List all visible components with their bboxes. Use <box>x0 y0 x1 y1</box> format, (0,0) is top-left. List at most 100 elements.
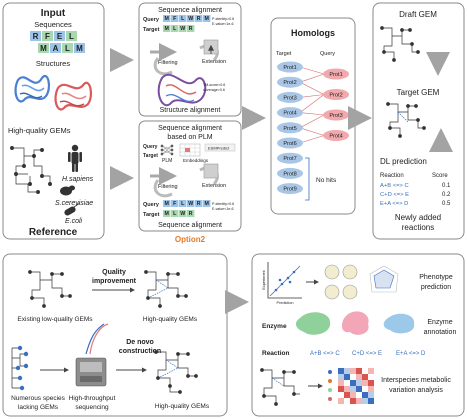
phenotype-line2: prediction <box>421 284 451 291</box>
yeast-icon <box>60 185 75 196</box>
organism-s-cerevisiae: S.cerevisiae <box>55 200 93 207</box>
target-top-letter: W <box>180 26 185 32</box>
petri-dish-icon <box>324 264 358 300</box>
heatmap-cell <box>368 374 374 380</box>
high-quality-gems-label: High-quality GEMs <box>8 126 71 135</box>
target-bottom-letter: W <box>180 211 185 217</box>
enzyme-shapes-icon <box>295 311 415 335</box>
target-protein-label: Prot7 <box>283 156 296 162</box>
target-protein <box>277 61 303 73</box>
predicted-reaction: A+B <=> C <box>380 183 409 189</box>
gem-refinement-panel: Draft GEM Target GEM DL prediction React… <box>372 2 465 240</box>
target-bottom-cell <box>179 210 187 217</box>
plm-network-icon <box>160 144 174 156</box>
target-protein-label: Prot3 <box>283 95 296 101</box>
heatmap-cell <box>350 386 356 392</box>
no-hits-bracket <box>305 157 310 201</box>
target-protein-label: Prot2 <box>283 80 296 86</box>
heatmap-cell <box>350 392 356 398</box>
sequences-label: Sequences <box>34 20 72 29</box>
heatmap-cell <box>356 386 362 392</box>
query-protein-label: Prot4 <box>329 134 342 140</box>
draft-gem-label: Draft GEM <box>399 10 437 19</box>
species-label-line1: Numerous species <box>11 395 66 402</box>
homolog-link <box>299 94 325 113</box>
query-bottom-cell <box>163 200 171 207</box>
target-protein-label: Prot9 <box>283 187 296 193</box>
query-label-bottom: Query <box>143 202 160 208</box>
annotated-reaction: C+D <=> E <box>352 351 382 357</box>
protein-structure-blue-icon <box>14 75 51 103</box>
quality-label-line1: Quality <box>102 269 126 276</box>
heatmap-cell <box>356 398 362 404</box>
interspecies-line1: Interspecies metabolic <box>381 377 451 384</box>
query-bottom-letter: M <box>205 201 210 207</box>
query-top-cell <box>171 15 179 22</box>
filtering-label-bottom: Filtering <box>158 184 178 190</box>
homologs-title: Homologs <box>291 28 335 38</box>
heatmap-cell <box>368 386 374 392</box>
homolog-link <box>299 135 325 144</box>
radar-chart-icon <box>369 265 399 293</box>
target-protein <box>277 122 303 134</box>
target-top-letter: R <box>189 26 193 32</box>
applications-panel: Experiment Prediction Phenotype predicti… <box>251 253 465 417</box>
target-label-top: Target <box>143 27 160 33</box>
target-protein <box>277 152 303 164</box>
heatmap-cell <box>362 386 368 392</box>
query-top-cell <box>195 15 203 22</box>
coverage-note: coverage>0.6 <box>203 88 225 92</box>
target-top-letter: M <box>165 26 170 32</box>
query-protein-label: Prot3 <box>329 113 342 119</box>
variation-heatmap-icon <box>338 368 374 404</box>
species-label-line2: lacking GEMs <box>18 404 59 411</box>
heatmap-cell <box>368 392 374 398</box>
plm-title-line1: Sequence alignment <box>158 125 222 132</box>
heatmap-cell <box>362 392 368 398</box>
target-protein <box>277 91 303 103</box>
high-quality-network-icon <box>144 270 188 308</box>
heatmap-cell <box>368 368 374 374</box>
target-top-cell <box>171 25 179 32</box>
heatmap-cell <box>338 386 344 392</box>
identity-note: P-identity>0.6 <box>212 17 234 21</box>
target-bottom-letter: R <box>189 211 193 217</box>
query-label-plm: Query <box>143 144 158 150</box>
phenotype-scatter-icon <box>267 262 302 299</box>
heatmap-cell <box>338 398 344 404</box>
heatmap-cell <box>338 392 344 398</box>
heatmap-cell <box>338 374 344 380</box>
esm-label: ESMPredict <box>208 146 230 151</box>
query-top-letter: M <box>165 16 170 22</box>
predicted-reaction: E+A <=> D <box>380 201 408 207</box>
target-top-cell <box>179 25 187 32</box>
heatmap-cell <box>356 368 362 374</box>
enzyme-annotation-line2: annotation <box>424 329 457 336</box>
sequence-letter: M <box>40 44 47 53</box>
sequence-block <box>42 31 53 41</box>
filtering-cycle-top <box>150 39 219 76</box>
score-header: Score <box>432 173 448 179</box>
homolog-link <box>299 127 325 136</box>
heatmap-cell <box>338 368 344 374</box>
sequence-letter: A <box>53 44 59 53</box>
no-hits-label: No hits <box>316 177 337 184</box>
prediction-label: Prediction <box>277 301 294 305</box>
sequence-letter: R <box>33 32 39 41</box>
sequencing-label-line2: sequencing <box>75 404 109 411</box>
target-protein-label: Prot5 <box>283 126 296 132</box>
sequence-letter: M <box>76 44 83 53</box>
sequencer-icon <box>75 323 109 387</box>
heatmap-cell <box>350 380 356 386</box>
sequence-letter: L <box>65 44 70 53</box>
newly-added-line1: Newly added <box>395 213 441 222</box>
query-bottom-cell <box>179 200 187 207</box>
target-protein <box>277 167 303 179</box>
sequence-block <box>50 43 61 53</box>
target-gem-label: Target GEM <box>397 88 440 97</box>
